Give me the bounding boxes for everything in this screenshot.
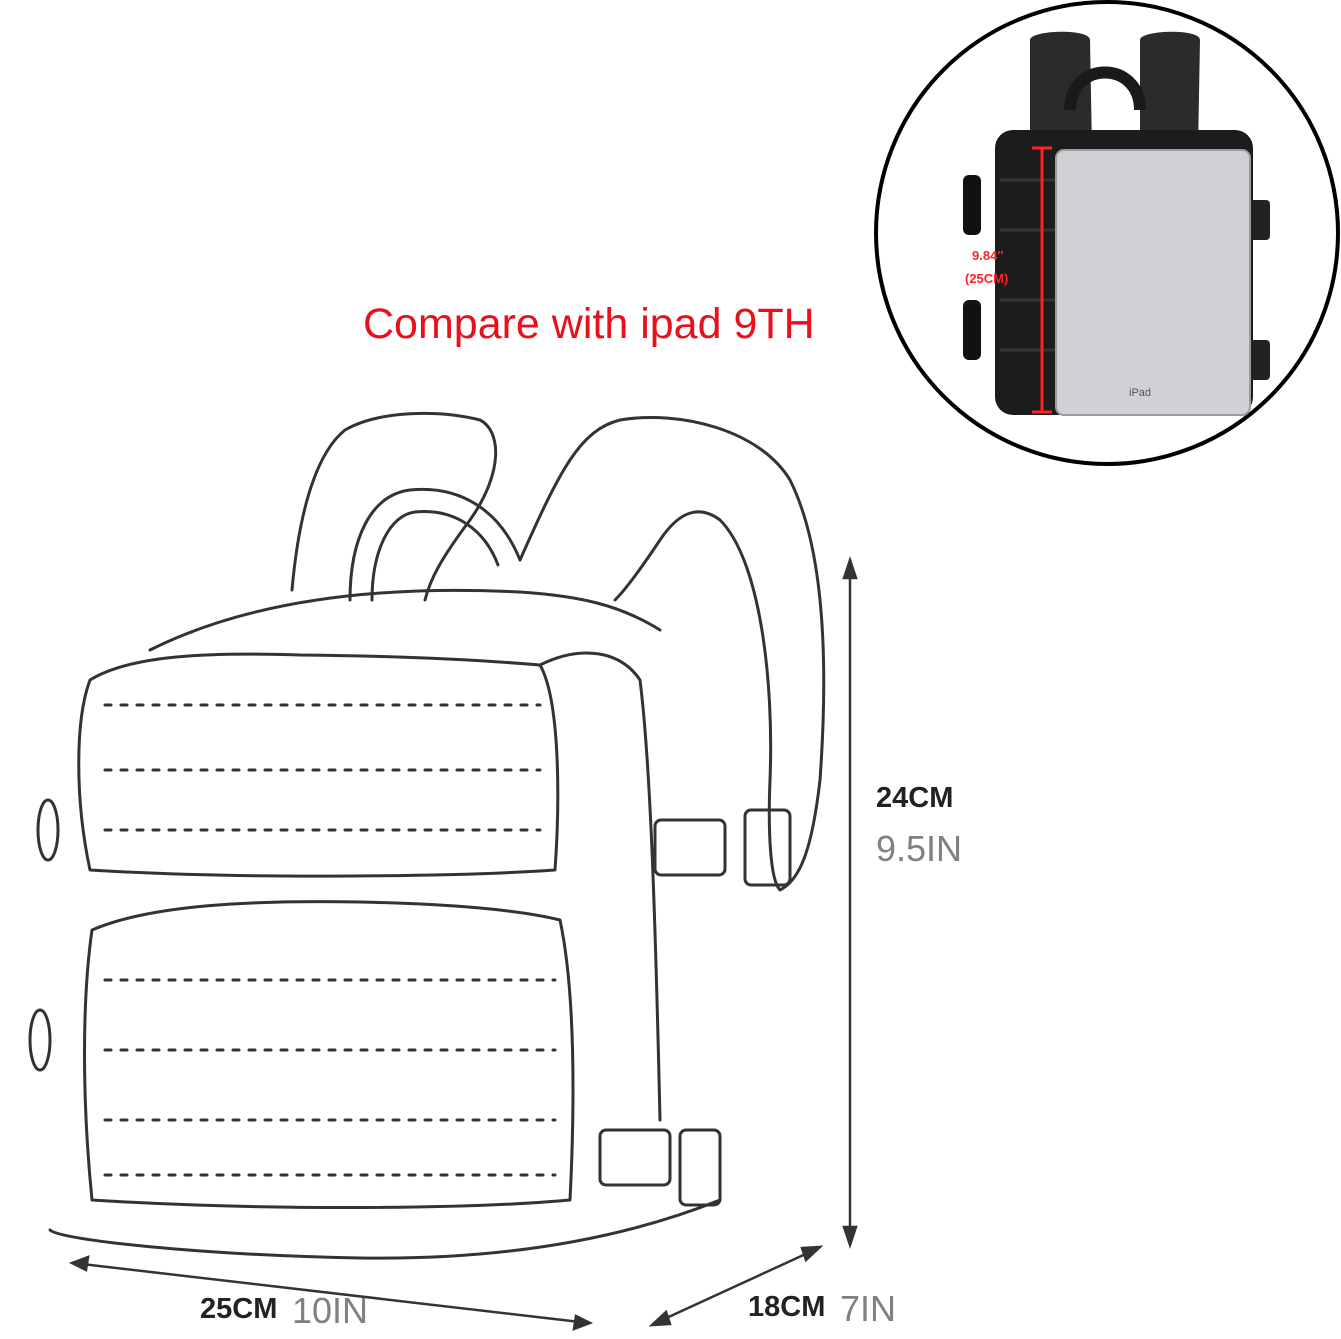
height-cm-label: 24CM [876,782,954,814]
ipad-image [1055,149,1251,416]
compare-caption: Compare with ipad 9TH [363,300,815,348]
width-in-label: 10IN [292,1290,369,1331]
right-shoulder-strap [518,416,826,892]
inset-measure-cm: (25CM) [965,271,1009,286]
inset-measure-inches: 9.84″ [972,248,1004,263]
grab-handle [348,487,522,602]
ipad-brand-label: iPad [1129,387,1152,399]
height-in-label: 9.5IN [876,828,963,869]
left-shoulder-strap [290,411,498,602]
upper-pocket [77,652,560,878]
depth-cm-label: 18CM [748,1291,826,1323]
depth-in-label: 7IN [840,1288,897,1329]
width-cm-label: 25CM [200,1293,278,1325]
inset-photo [874,0,1340,466]
lower-pocket [83,900,575,1209]
